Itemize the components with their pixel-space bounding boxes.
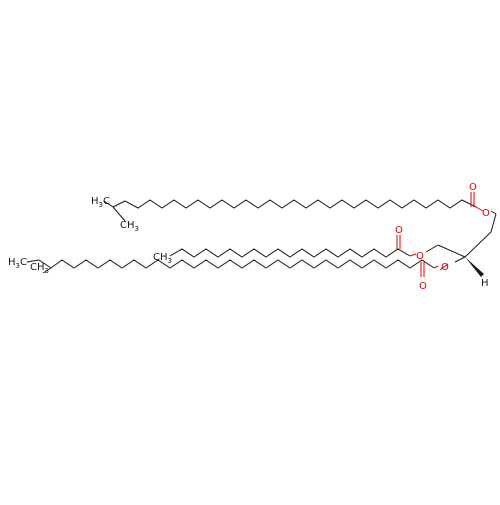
middle-carbonyl-oxygen: O: [395, 225, 403, 236]
bottom-chain-ethyl-bond-2: [26, 259, 40, 263]
bottom-ethyl-ch3-label: H3C: [8, 257, 27, 270]
bottom-ester-bond: [433, 265, 439, 269]
middle-ester-bond: [409, 253, 417, 257]
middle-ester-bond-2: [425, 244, 439, 253]
bottom-ester-oxygen: O: [441, 262, 449, 273]
bottom-chain-bonds: [50, 259, 435, 269]
middle-methyl-label: CH3: [153, 252, 172, 265]
middle-chain-bonds: [169, 248, 411, 258]
top-ch3-label: H3C: [91, 196, 110, 209]
backbone-ester-bond: [454, 256, 466, 263]
backbone-bond-1: [490, 213, 497, 233]
middle-acyl-chain: [169, 235, 439, 258]
top-ester-bond-2: [490, 210, 497, 215]
top-methyl-label: CH3: [120, 220, 139, 233]
top-carbonyl-oxygen: O: [469, 182, 477, 193]
top-chain-branch-bond: [112, 206, 126, 222]
bottom-chain-methyl-bond: [42, 267, 52, 274]
top-acyl-chain: [103, 192, 497, 222]
bottom-branch-methyl-label: CH3: [30, 262, 49, 275]
stereocenter-hydrogen: H: [481, 278, 489, 289]
top-chain-methyl-bond: [103, 200, 114, 208]
glycerol-backbone: [437, 213, 497, 277]
top-ester-oxygen: O: [482, 208, 490, 219]
atom-labels: H3C CH3 O O CH3 O O O O H H3C CH3: [8, 182, 490, 292]
middle-ester-oxygen: O: [416, 251, 424, 262]
backbone-ester-bond-2: [439, 263, 449, 271]
top-ester-bond: [475, 206, 484, 212]
stereo-wedge-bond: [465, 257, 484, 277]
bottom-acyl-chain: [26, 259, 439, 277]
bottom-chain-ethyl-bond: [38, 259, 52, 269]
top-chain-bonds: [112, 199, 477, 209]
backbone-bond-3: [437, 244, 466, 258]
backbone-bond-2: [464, 231, 492, 258]
bottom-carbonyl-oxygen: O: [419, 281, 427, 292]
